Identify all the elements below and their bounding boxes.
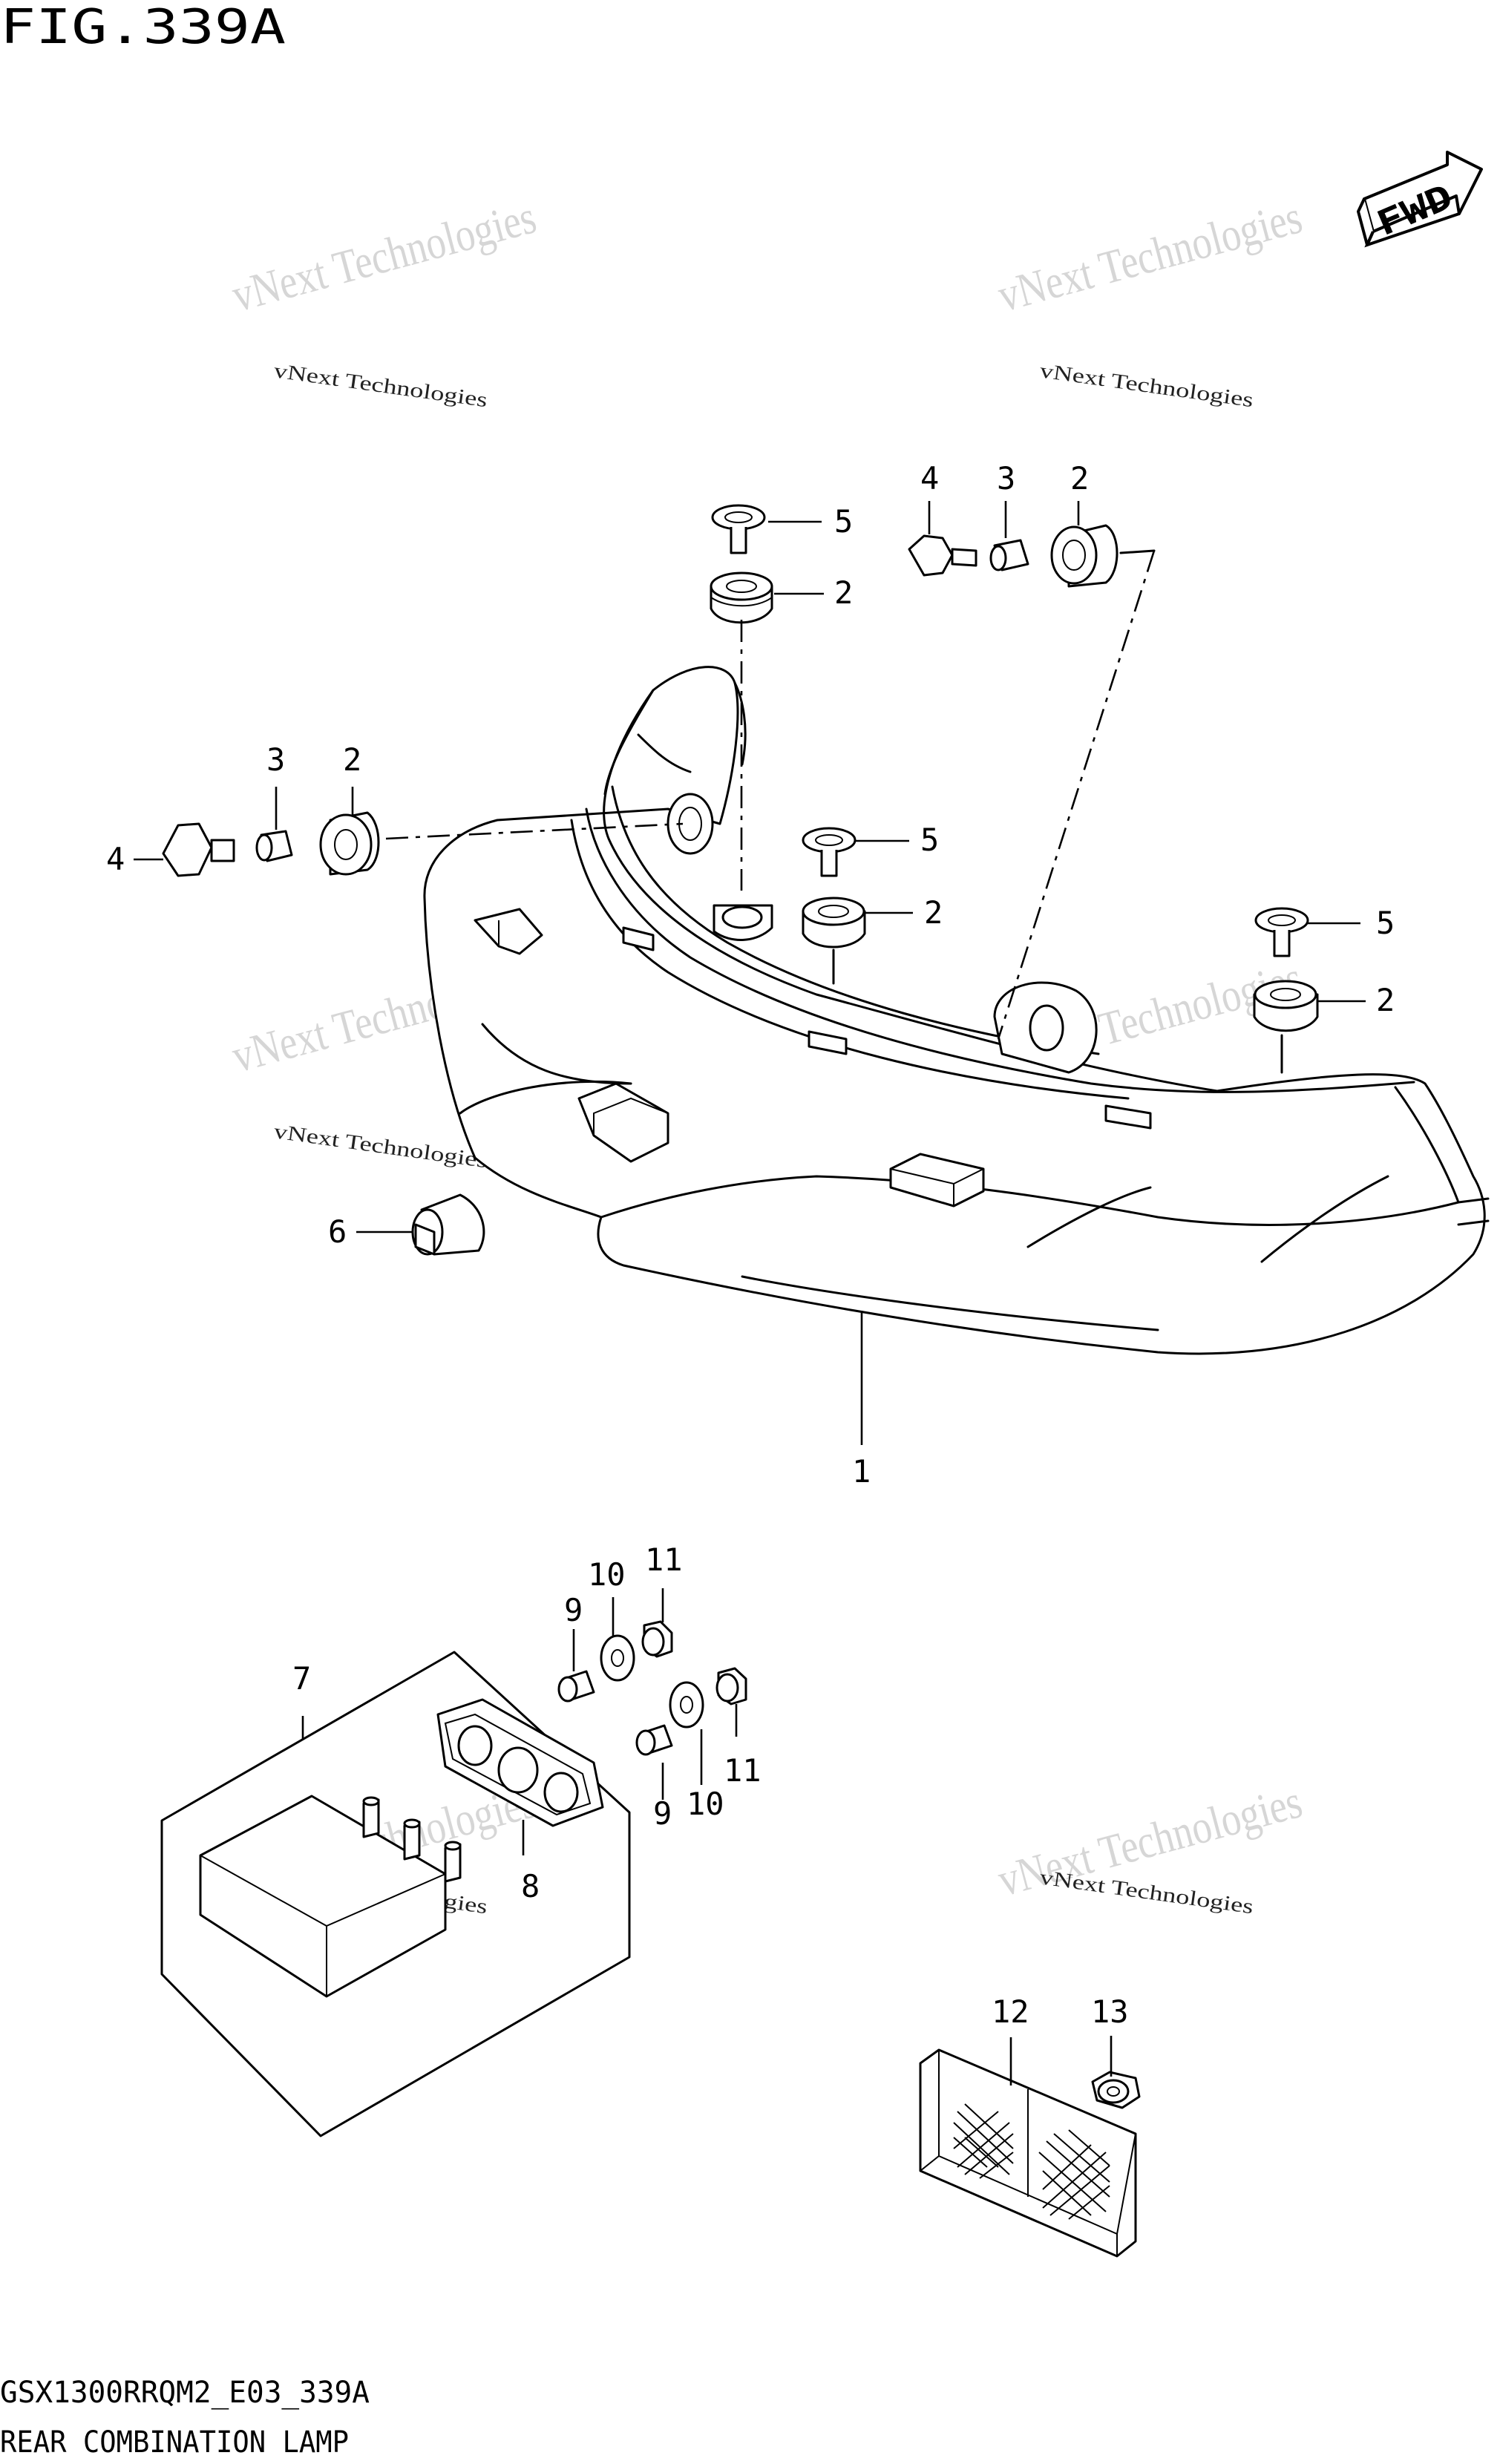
callout-3-left: 3: [266, 741, 285, 778]
leader-lines: [134, 501, 1366, 2085]
nut-11-upper: [641, 1620, 673, 1658]
fwd-arrow-icon: FWD: [1357, 151, 1483, 248]
callout-5-mid: 5: [920, 822, 939, 858]
collar-top-right: [989, 539, 1029, 571]
socket-cap-6: [411, 1193, 485, 1256]
callout-11-upper: 11: [645, 1541, 683, 1578]
nut-11-lower: [715, 1667, 747, 1706]
callout-4-top: 4: [920, 460, 939, 497]
callout-8: 8: [521, 1868, 540, 1904]
bolt-left: [162, 822, 235, 877]
bolt-top-right: [908, 534, 977, 577]
callout-3-top: 3: [997, 460, 1015, 497]
callout-5-top: 5: [834, 503, 853, 540]
rear-reflector-12: [919, 2048, 1137, 2258]
callout-10-lower: 10: [687, 1786, 724, 1822]
grommet-right: [1253, 980, 1319, 1032]
callout-1: 1: [852, 1453, 871, 1490]
figure-title: FIG.339A: [0, 0, 286, 55]
callout-13: 13: [1091, 1993, 1129, 2030]
callout-7: 7: [292, 1660, 311, 1697]
diagram-caption: REAR COMBINATION LAMP: [0, 2425, 349, 2460]
callout-2-top: 2: [834, 574, 853, 611]
callout-2-right: 2: [1376, 982, 1395, 1018]
callout-2-top-right: 2: [1070, 460, 1089, 497]
collar-left: [255, 830, 293, 862]
callout-5-right: 5: [1376, 905, 1395, 941]
washer-10-upper: [600, 1634, 635, 1682]
svg-text:vNext Technologies: vNext Technologies: [226, 190, 541, 321]
svg-text:vNext Technologies: vNext Technologies: [272, 359, 488, 412]
svg-text:vNext Technologies: vNext Technologies: [272, 1120, 488, 1173]
callout-6: 6: [328, 1213, 347, 1250]
callout-labels: 5 2 4 3 2 3 2 4 5 2 5 2 6 1 7 8 9 10 11 …: [106, 460, 1395, 2030]
callout-12: 12: [992, 1993, 1029, 2030]
screw-mid: [802, 827, 857, 877]
washer-10-lower: [669, 1681, 704, 1729]
screw-right: [1254, 907, 1309, 957]
callout-4-left: 4: [106, 841, 125, 877]
lens-gasket-8: [436, 1698, 604, 1827]
grommet-left: [319, 811, 380, 876]
license-lamp-assembly-box: [160, 1651, 631, 2137]
callout-9-upper: 9: [564, 1592, 583, 1628]
callout-11-lower: 11: [724, 1752, 762, 1789]
callout-10-upper: 10: [588, 1556, 626, 1593]
grommet-mid: [802, 897, 866, 948]
grommet-top-right: [1050, 524, 1119, 588]
svg-text:vNext Technologies: vNext Technologies: [992, 190, 1307, 321]
rear-combination-lamp-housing: [423, 666, 1490, 1355]
spacer-9-lower: [635, 1724, 673, 1756]
model-code: GSX1300RRQM2_E03_339A: [0, 2376, 370, 2410]
svg-text:vNext Technologies: vNext Technologies: [1038, 1866, 1254, 1919]
callout-2-left: 2: [343, 741, 361, 778]
callout-9-lower: 9: [653, 1795, 672, 1832]
reflector-nut-13: [1091, 2071, 1141, 2109]
svg-text:vNext Technologies: vNext Technologies: [1038, 359, 1254, 412]
callout-2-mid: 2: [924, 894, 943, 931]
grommet-top-center: [710, 571, 773, 624]
screw-top-center: [711, 504, 766, 554]
spacer-9-upper: [557, 1670, 595, 1703]
